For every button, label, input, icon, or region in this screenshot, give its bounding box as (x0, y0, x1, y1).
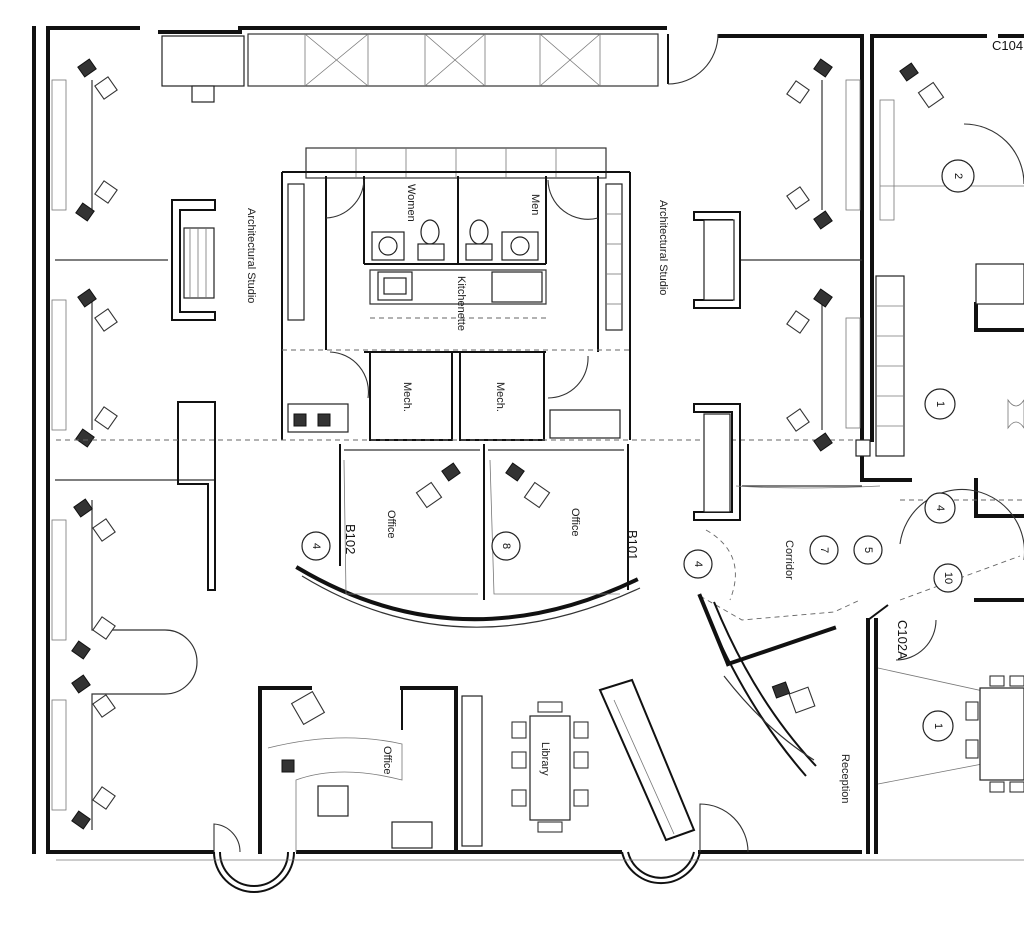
offices-b101-b102 (295, 444, 641, 628)
room-c104 (879, 62, 1024, 501)
label-men: Men (529, 194, 541, 215)
west-monitors (71, 58, 118, 830)
door-entry-top (667, 33, 719, 85)
bubble-reception-east: 10 (933, 563, 963, 593)
svg-text:10: 10 (942, 572, 954, 584)
svg-text:2: 2 (952, 173, 964, 179)
bubble-west-office: 4 (301, 531, 331, 561)
east-studio (693, 58, 905, 521)
label-mech-2: Mech. (494, 382, 506, 412)
label-library: Library (539, 742, 551, 776)
label-women: Women (405, 184, 417, 222)
bubble-corridor-b: 7 (809, 535, 839, 565)
corridor-reception (697, 485, 1024, 793)
bubble-b101-office: 8 (491, 531, 521, 561)
svg-text:8: 8 (500, 543, 512, 549)
room-tag-b101: B101 (625, 530, 640, 560)
label-architectural-studio-west: Architectural Studio (245, 208, 257, 303)
label-office-sw: Office (381, 746, 393, 775)
label-reception: Reception (839, 754, 851, 804)
room-tag-c102a: C102A (895, 620, 910, 660)
label-mech-1: Mech. (401, 382, 413, 412)
bubble-east-conf: 1 (922, 710, 954, 742)
bubble-east-top: 2 (941, 159, 975, 193)
bubble-east-mid-b: 4 (924, 492, 956, 524)
entrance-bays (56, 803, 1024, 893)
svg-text:4: 4 (310, 543, 322, 549)
bubble-east-mid-a: 1 (924, 388, 956, 420)
room-tag-b102: B102 (343, 524, 358, 554)
label-architectural-studio-east: Architectural Studio (657, 200, 669, 295)
west-studio (51, 58, 216, 830)
svg-text:7: 7 (818, 547, 830, 553)
bubble-corridor-a: 4 (683, 549, 713, 579)
bubble-corridor-c: 5 (853, 535, 883, 565)
exterior-walls (32, 26, 1024, 854)
label-office-b102: Office (385, 510, 397, 539)
svg-text:1: 1 (934, 401, 946, 407)
svg-text:4: 4 (934, 505, 946, 511)
office-sw-block (258, 678, 696, 854)
room-tag-c104: C104 (992, 38, 1023, 53)
label-corridor: Corridor (783, 540, 795, 580)
label-kitchenette: Kitchenette (455, 276, 467, 331)
window-band (161, 33, 659, 103)
core-block (56, 147, 862, 441)
svg-text:5: 5 (862, 547, 874, 553)
svg-text:1: 1 (932, 723, 944, 729)
svg-text:4: 4 (692, 561, 704, 567)
label-office-b101: Office (569, 508, 581, 537)
